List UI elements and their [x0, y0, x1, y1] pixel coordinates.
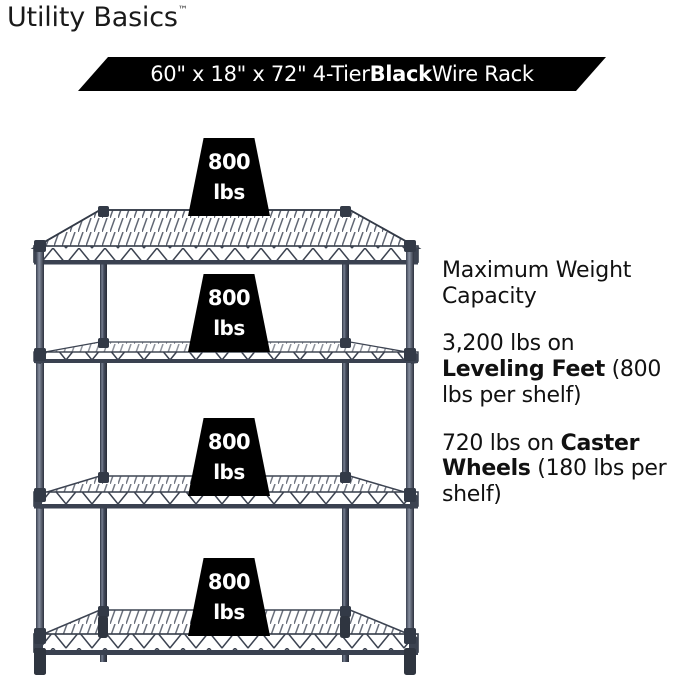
rack-leveling-feet [34, 616, 416, 675]
badge-unit: lbs [213, 600, 245, 624]
badge-value: 800 [207, 570, 251, 594]
banner-text-prefix: 60" x 18" x 72" 4-Tier [150, 61, 370, 86]
badge-unit: lbs [213, 460, 245, 484]
banner-text-suffix: Wire Rack [431, 61, 534, 86]
badge-value: 800 [207, 430, 251, 454]
wire-rack-illustration [14, 120, 434, 678]
rack-post-front-left [36, 242, 44, 666]
badge-value: 800 [207, 150, 251, 174]
capacity-lead: 720 lbs on [442, 430, 561, 456]
rack-post-rear-right [342, 210, 349, 662]
rack-shelf-1 [30, 209, 422, 265]
rack-post-front-right [406, 242, 414, 666]
brand-logo: Utility Basics™ [7, 2, 188, 33]
banner-text-emphasis: Black [369, 61, 433, 86]
product-title-banner: 60" x 18" x 72" 4-Tier Black Wire Rack [78, 57, 606, 91]
capacity-item-caster-wheels: 720 lbs on Caster Wheels (180 lbs per sh… [442, 431, 679, 508]
capacity-badge-tier-2: 800 lbs [188, 274, 270, 352]
trademark-symbol: ™ [177, 5, 188, 16]
capacity-lead: 3,200 lbs on [442, 331, 575, 357]
capacity-badge-tier-4: 800 lbs [188, 558, 270, 636]
capacity-emphasis: Caster Wheels [442, 430, 640, 482]
capacity-badge-tier-1: 800 lbs [188, 138, 270, 216]
capacity-trail: (180 lbs per shelf) [442, 456, 667, 508]
badge-unit: lbs [213, 316, 245, 340]
badge-value: 800 [207, 286, 251, 310]
brand-name: Utility Basics [7, 2, 178, 33]
banner-text: 60" x 18" x 72" 4-Tier Black Wire Rack [78, 57, 606, 91]
badge-unit: lbs [213, 180, 245, 204]
banner-background [78, 57, 606, 91]
capacity-item-leveling-feet: 3,200 lbs on Leveling Feet (800 lbs per … [442, 331, 679, 408]
capacity-copy-block: Maximum Weight Capacity 3,200 lbs on Lev… [442, 258, 679, 508]
capacity-trail: (800 lbs per shelf) [442, 357, 662, 408]
rack-post-rear-left [100, 210, 107, 662]
rack-shelf-3 [33, 472, 419, 509]
rack-shelf-4 [33, 606, 419, 655]
capacity-heading: Maximum Weight Capacity [442, 258, 632, 309]
capacity-emphasis: Leveling Feet [442, 357, 605, 383]
wire-rack-svg [30, 206, 422, 675]
capacity-badge-tier-3: 800 lbs [188, 418, 270, 496]
